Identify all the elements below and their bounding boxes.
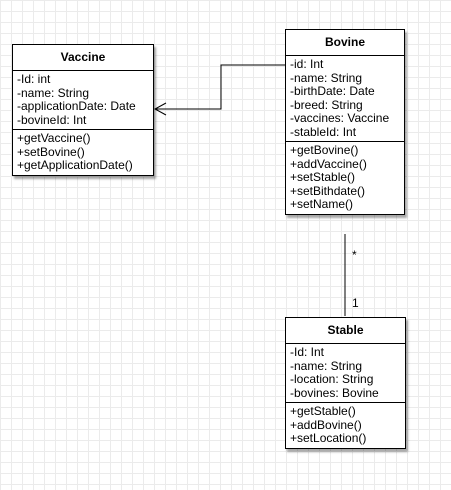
methods-section: +getBovine() +addVaccine() +setStable() … bbox=[286, 141, 404, 214]
bovine-vaccine-association-line bbox=[155, 64, 286, 110]
attribute: -bovineId: Int bbox=[17, 112, 87, 127]
attribute: -applicationDate: Date bbox=[17, 99, 136, 113]
attribute: -Id: int bbox=[17, 72, 51, 86]
attribute: -breed: String bbox=[290, 97, 363, 112]
stable-class[interactable]: Stable -Id: Int -name: String -location:… bbox=[285, 317, 406, 449]
method: +setBovine() bbox=[17, 144, 85, 159]
bovine-class[interactable]: Bovine -id: Int -name: String -birthDate… bbox=[285, 29, 405, 215]
attribute: -location: String bbox=[290, 372, 374, 386]
methods-section: +getStable() +addBovine() +setLocation() bbox=[286, 402, 405, 448]
attribute: -id: Int bbox=[290, 57, 324, 71]
attribute: -Id: Int bbox=[290, 345, 325, 359]
stable-multiplicity: 1 bbox=[352, 296, 359, 310]
association-arrowhead bbox=[153, 102, 167, 116]
method: +getStable() bbox=[290, 404, 356, 418]
methods-section: +getVaccine() +setBovine() +getApplicati… bbox=[13, 129, 153, 175]
method: +getBovine() bbox=[290, 143, 359, 157]
class-name: Stable bbox=[286, 318, 405, 344]
attribute: -name: String bbox=[290, 358, 363, 373]
method: +getVaccine() bbox=[17, 131, 91, 145]
class-name: Bovine bbox=[286, 30, 404, 56]
method: +addVaccine() bbox=[290, 156, 367, 171]
attributes-section: -id: Int -name: String -birthDate: Date … bbox=[286, 56, 404, 141]
method: +setName() bbox=[290, 197, 354, 211]
method: +setLocation() bbox=[290, 431, 367, 445]
method: +addBovine() bbox=[290, 417, 362, 432]
attribute: -bovines: Bovine bbox=[290, 385, 379, 400]
attributes-section: -Id: int -name: String -applicationDate:… bbox=[13, 71, 153, 129]
attribute: -vaccines: Vaccine bbox=[290, 111, 390, 125]
bovine-multiplicity: * bbox=[352, 248, 357, 262]
class-name: Vaccine bbox=[13, 45, 153, 71]
method: +getApplicationDate() bbox=[17, 158, 133, 172]
method: +setBithdate() bbox=[290, 183, 366, 198]
attributes-section: -Id: Int -name: String -location: String… bbox=[286, 344, 405, 402]
vaccine-class[interactable]: Vaccine -Id: int -name: String -applicat… bbox=[12, 44, 154, 176]
attribute: -stableId: Int bbox=[290, 124, 357, 139]
attribute: -birthDate: Date bbox=[290, 84, 375, 98]
attribute: -name: String bbox=[290, 70, 363, 85]
method: +setStable() bbox=[290, 170, 356, 184]
attribute: -name: String bbox=[17, 85, 90, 100]
